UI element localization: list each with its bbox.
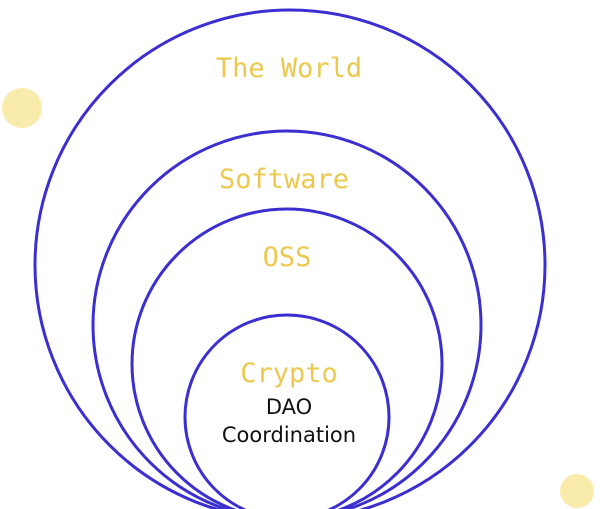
label-oss: OSS [263, 242, 312, 273]
circle-crypto [183, 313, 391, 509]
circle-the-world [33, 8, 547, 509]
label-dao: DAO [266, 395, 312, 419]
decorative-dot-left [2, 88, 42, 128]
label-software: Software [219, 164, 349, 195]
label-crypto: Crypto [240, 358, 338, 389]
label-the-world: The World [216, 53, 362, 84]
circle-software [91, 129, 483, 509]
circle-oss [130, 207, 444, 509]
decorative-dot-right [560, 474, 594, 508]
label-coordination: Coordination [222, 423, 356, 447]
